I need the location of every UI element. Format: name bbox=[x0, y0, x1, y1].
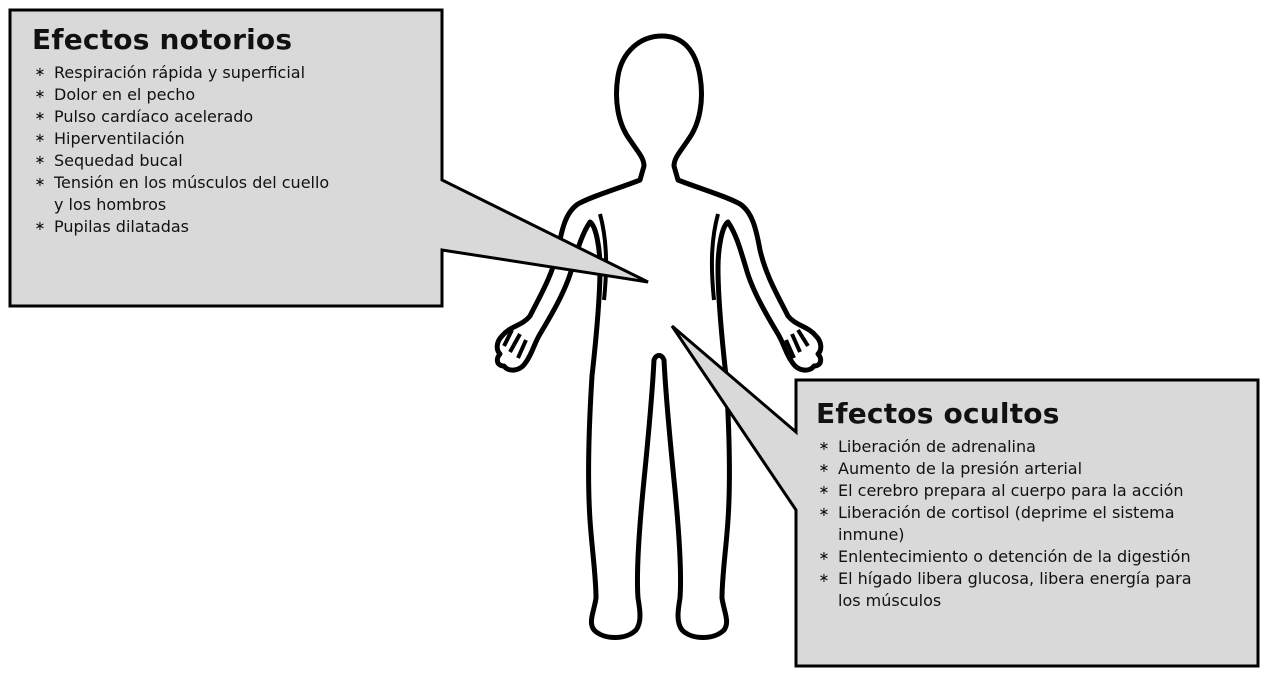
bullet-asterisk-icon: ∗ bbox=[818, 505, 830, 520]
list-item: ∗Aumento de la presión arterial bbox=[816, 458, 1246, 480]
list-item-continuation: y los hombros bbox=[54, 195, 167, 214]
callout-ocultos-shape bbox=[670, 324, 1260, 668]
left-hand-fingers bbox=[502, 329, 528, 359]
list-item: ∗El hígado libera glucosa, libera energí… bbox=[816, 568, 1246, 590]
bullet-asterisk-icon: ∗ bbox=[818, 439, 830, 454]
bullet-asterisk-icon: ∗ bbox=[34, 175, 46, 190]
left-arm-inner-line bbox=[598, 213, 609, 301]
effects-list: ∗Liberación de adrenalina ∗Aumento de la… bbox=[816, 436, 1246, 612]
bullet-asterisk-icon: ∗ bbox=[34, 87, 46, 102]
bullet-asterisk-icon: ∗ bbox=[818, 571, 830, 586]
bullet-asterisk-icon: ∗ bbox=[818, 461, 830, 476]
list-item: ∗Pupilas dilatadas bbox=[32, 216, 432, 238]
callout-title: Efectos notorios bbox=[32, 23, 293, 56]
list-item: ∗El cerebro prepara al cuerpo para la ac… bbox=[816, 480, 1246, 502]
list-item: ∗Enlentecimiento o detención de la diges… bbox=[816, 546, 1246, 568]
right-hand-fingers bbox=[784, 328, 810, 359]
bullet-asterisk-icon: ∗ bbox=[34, 219, 46, 234]
list-item: ∗Pulso cardíaco acelerado bbox=[32, 106, 432, 128]
bullet-asterisk-icon: ∗ bbox=[34, 131, 46, 146]
list-item: ∗Hiperventilación bbox=[32, 128, 432, 150]
bullet-asterisk-icon: ∗ bbox=[34, 153, 46, 168]
callout-title: Efectos ocultos bbox=[816, 397, 1060, 430]
list-item: ∗Liberación de adrenalina bbox=[816, 436, 1246, 458]
list-item-continuation: los músculos bbox=[838, 591, 942, 610]
callout-efectos-notorios: Efectos notorios ∗Respiración rápida y s… bbox=[14, 14, 442, 301]
right-arm-inner-line bbox=[709, 213, 720, 301]
human-body-outline bbox=[494, 33, 824, 640]
bullet-asterisk-icon: ∗ bbox=[34, 65, 46, 80]
callout-notorios-shape bbox=[8, 8, 649, 308]
list-item: ∗Liberación de cortisol (deprime el sist… bbox=[816, 502, 1246, 524]
list-item: ∗Sequedad bucal bbox=[32, 150, 432, 172]
list-item: ∗Dolor en el pecho bbox=[32, 84, 432, 106]
effects-list: ∗Respiración rápida y superficial ∗Dolor… bbox=[32, 62, 432, 238]
list-item: ∗Respiración rápida y superficial bbox=[32, 62, 432, 84]
list-item: ∗Tensión en los músculos del cuello bbox=[32, 172, 432, 194]
bullet-asterisk-icon: ∗ bbox=[818, 483, 830, 498]
bullet-asterisk-icon: ∗ bbox=[34, 109, 46, 124]
bullet-asterisk-icon: ∗ bbox=[818, 549, 830, 564]
callout-efectos-ocultos: Efectos ocultos ∗Liberación de adrenalin… bbox=[798, 384, 1256, 662]
list-item-continuation: inmune) bbox=[838, 525, 905, 544]
